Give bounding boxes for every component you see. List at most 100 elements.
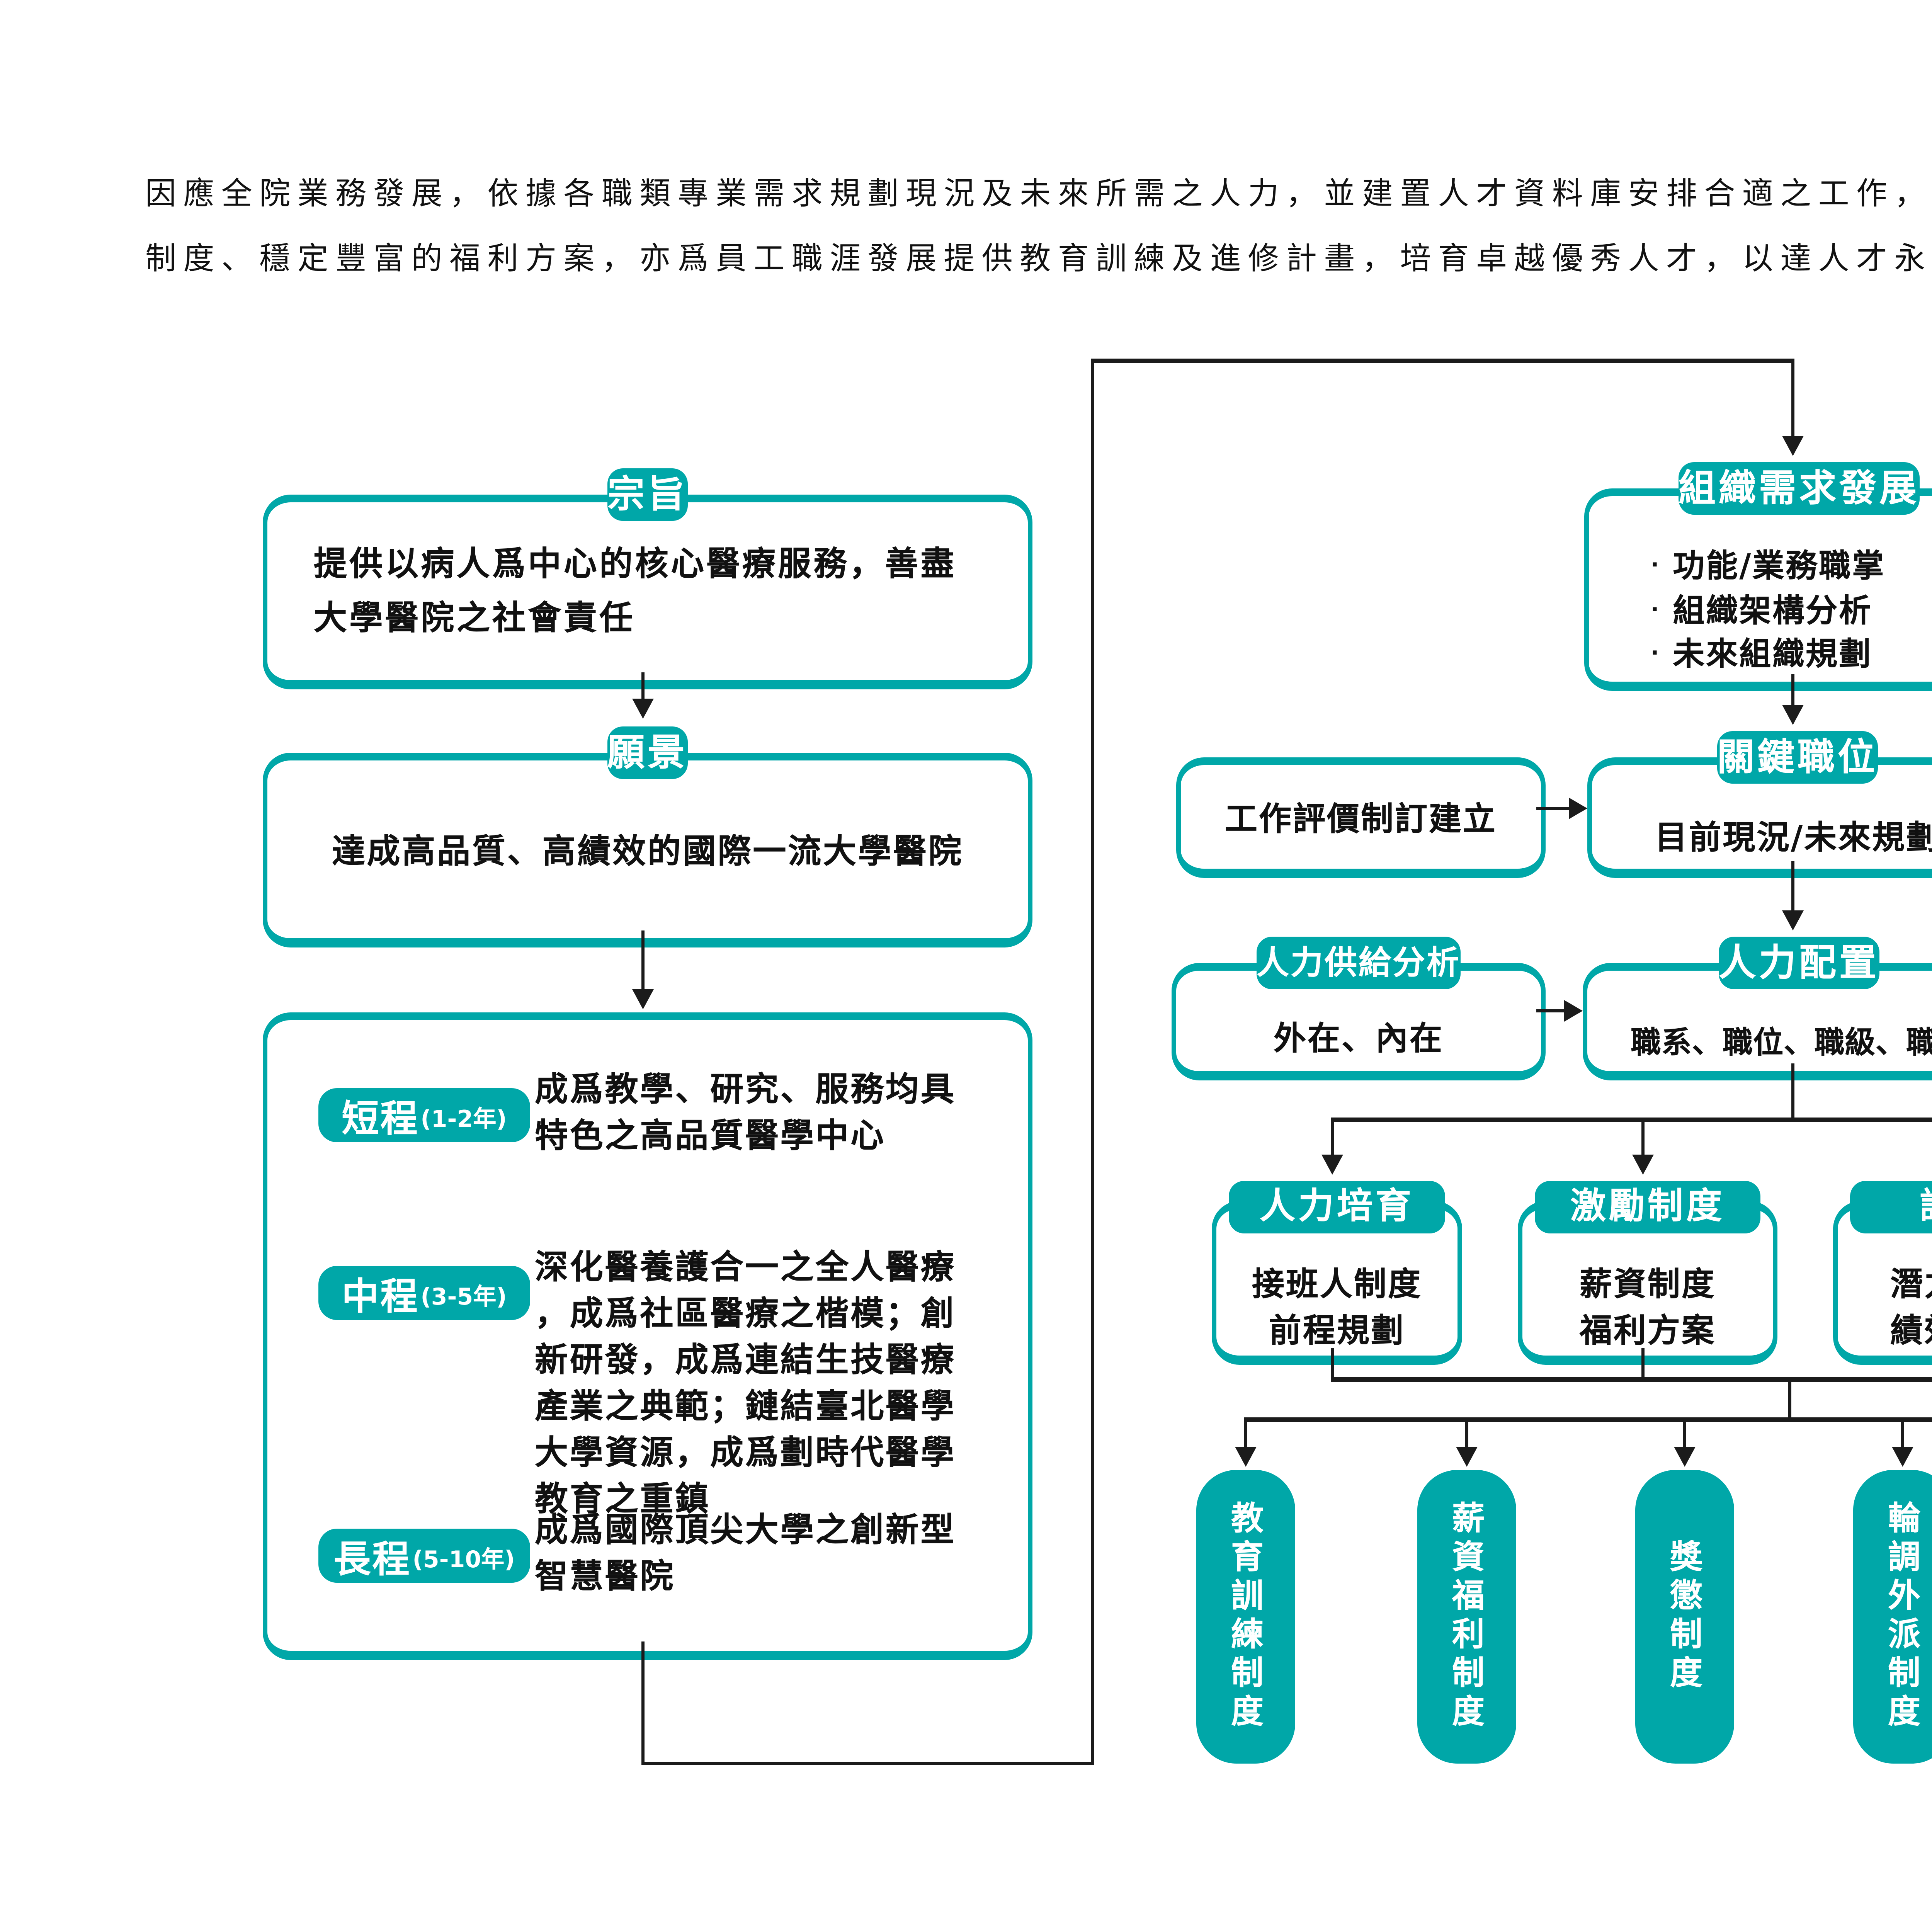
arrow-down-icon [1235, 1447, 1257, 1467]
system-pill-rotation: 輪調外派制度 [1853, 1470, 1932, 1764]
arrow-down-icon [1674, 1447, 1696, 1467]
goal-text-short-term: 成爲教學、研究、服務均具 特色之高品質醫學中心 [535, 1071, 956, 1156]
connector-keypos-left [1536, 807, 1569, 810]
allocation-badge: 人力配置 [1719, 937, 1879, 989]
system-pill-reward-discipline: 獎懲制度 [1635, 1470, 1734, 1764]
arrow-down-icon [1782, 705, 1804, 725]
arrow-down-icon [1892, 1447, 1913, 1467]
arrow-down-icon [1456, 1447, 1478, 1467]
goal-badge-period: (3-5年) [420, 1282, 507, 1310]
program-line: 潛力評估 [1890, 1265, 1932, 1302]
org-dev-list: · 功能/業務職掌 ·組織架構分析 · 未來組織規劃 [1589, 496, 1932, 703]
org-dev-item: · 功能/業務職掌 [1651, 544, 1885, 589]
connector-drop-1 [1331, 1121, 1334, 1155]
system-pill-compensation: 薪資福利制度 [1417, 1470, 1516, 1764]
org-dev-item-text: 功能/業務職掌 [1673, 548, 1886, 585]
job-evaluation-box: 工作評價制訂建立 [1176, 757, 1546, 878]
program-box-incentive: 激勵制度 薪資制度 福利方案 [1518, 1181, 1777, 1365]
goals-box: 短程(1-2年) 成爲教學、研究、服務均具 特色之高品質醫學中心 中程(3-5年… [263, 1012, 1032, 1660]
connector-bus-2 [1331, 1377, 1932, 1382]
mission-badge: 宗旨 [607, 468, 688, 521]
goal-badge-period: (1-2年) [420, 1104, 507, 1132]
key-position-box: 關鍵職位 目前現況/未來規劃 [1587, 731, 1932, 878]
connector-loop-entry [1791, 359, 1794, 436]
arrow-down-icon [1321, 1155, 1343, 1175]
connector-bus-3 [1244, 1417, 1932, 1422]
supply-analysis-box: 人力供給分析 外在、內在 [1172, 937, 1546, 1080]
arrow-down-icon [1632, 1155, 1654, 1175]
system-pill-training: 教育訓練制度 [1196, 1470, 1295, 1764]
mission-box: 宗旨 提供以病人爲中心的核心醫療服務，善盡 大學醫院之社會責任 [263, 468, 1032, 689]
bullet-icon: · [1651, 642, 1661, 667]
arrow-right-icon [1569, 798, 1587, 819]
program-box-cultivation: 人力培育 接班人制度 前程規劃 [1212, 1181, 1462, 1365]
supply-analysis-badge: 人力供給分析 [1257, 937, 1461, 989]
program-line: 績效評估 [1890, 1311, 1932, 1349]
connector-loop-bottom [641, 1762, 1094, 1765]
connector-sys-drop-2 [1465, 1420, 1468, 1448]
connector-alloc-bus [1791, 1063, 1794, 1121]
connector-alloc-left [1536, 1009, 1566, 1012]
bullet-icon: · [1651, 554, 1661, 578]
key-position-text: 目前現況/未來規劃 [1655, 818, 1932, 856]
mission-text: 提供以病人爲中心的核心醫療服務，善盡 大學醫院之社會責任 [314, 545, 957, 638]
goal-badge-mid-term: 中程(3-5年) [318, 1266, 530, 1320]
program-badge: 評估 [1850, 1181, 1932, 1233]
connector-sys-drop-1 [1244, 1420, 1247, 1448]
key-position-badge: 關鍵職位 [1717, 731, 1878, 784]
connector-up-1 [1331, 1348, 1334, 1380]
connector-loop-top [1091, 359, 1794, 363]
program-content: 接班人制度 前程規劃 [1216, 1209, 1458, 1380]
allocation-text: 職系、職位、職級、職等 [1631, 1025, 1932, 1060]
bullet-icon: · [1651, 598, 1661, 623]
arrow-right-icon [1564, 1000, 1583, 1022]
goal-badge-label: 短程 [342, 1097, 419, 1141]
system-pill-label: 獎懲制度 [1666, 1539, 1703, 1694]
program-badge: 激勵制度 [1535, 1181, 1760, 1233]
connector-bus-link [1788, 1380, 1791, 1420]
connector-vision-goals-line [641, 930, 645, 989]
connector-bus-1 [1331, 1118, 1932, 1122]
connector-orgdev-keypos [1791, 674, 1794, 705]
system-pill-label: 輪調外派制度 [1884, 1501, 1921, 1733]
intro-paragraph: 因應全院業務發展，依據各職類專業需求規劃現況及未來所需之人力，並建置人才資料庫安… [145, 175, 1932, 277]
arrow-down-icon [1782, 436, 1804, 456]
goal-badge-label: 中程 [342, 1275, 419, 1318]
supply-analysis-text: 外在、內在 [1274, 1019, 1444, 1056]
connector-sys-drop-3 [1683, 1420, 1686, 1448]
program-line: 福利方案 [1580, 1311, 1716, 1349]
program-box-assessment: 評估 潛力評估 績效評估 [1833, 1181, 1932, 1365]
goal-badge-period: (5-10年) [412, 1545, 515, 1573]
org-dev-item: ·組織架構分析 [1651, 589, 1872, 633]
org-dev-item-text: 未來組織規劃 [1673, 636, 1872, 673]
allocation-box: 人力配置 職系、職位、職級、職等 [1583, 937, 1932, 1080]
connector-mission-vision-line [641, 672, 645, 700]
arrow-down-icon [632, 989, 654, 1009]
system-pill-label: 教育訓練制度 [1227, 1501, 1264, 1733]
connector-up-2 [1641, 1348, 1645, 1380]
arrow-down-icon [632, 699, 654, 719]
goal-text-long-term: 成爲國際頂尖大學之創新型 智慧醫院 [535, 1512, 956, 1597]
org-dev-item: · 未來組織規劃 [1651, 633, 1872, 677]
goal-badge-short-term: 短程(1-2年) [318, 1088, 530, 1142]
connector-drop-2 [1641, 1121, 1645, 1155]
connector-sys-drop-4 [1901, 1420, 1904, 1448]
vision-box: 願景 達成高品質、高績效的國際一流大學醫院 [263, 726, 1032, 947]
connector-loop-riser [1091, 360, 1094, 1765]
goal-text-mid-term: 深化醫養護合一之全人醫療 ，成爲社區醫療之楷模；創 新研發，成爲連結生技醫療 產… [535, 1249, 956, 1519]
program-content: 潛力評估 績效評估 [1838, 1209, 1932, 1380]
program-badge: 人力培育 [1229, 1181, 1445, 1233]
connector-keypos-alloc [1791, 861, 1794, 910]
program-content: 薪資制度 福利方案 [1522, 1209, 1773, 1380]
org-dev-box: 組織需求發展 · 功能/業務職掌 ·組織架構分析 · 未來組織規劃 [1584, 462, 1932, 691]
program-line: 前程規劃 [1269, 1311, 1405, 1349]
org-dev-badge: 組織需求發展 [1679, 462, 1920, 515]
connector-loop-left-drop [641, 1641, 645, 1765]
arrow-down-icon [1782, 910, 1804, 930]
job-evaluation-text: 工作評價制訂建立 [1225, 800, 1497, 837]
system-pill-label: 薪資福利制度 [1448, 1501, 1485, 1733]
goal-badge-label: 長程 [333, 1538, 411, 1581]
vision-text: 達成高品質、高績效的國際一流大學醫院 [332, 833, 964, 872]
